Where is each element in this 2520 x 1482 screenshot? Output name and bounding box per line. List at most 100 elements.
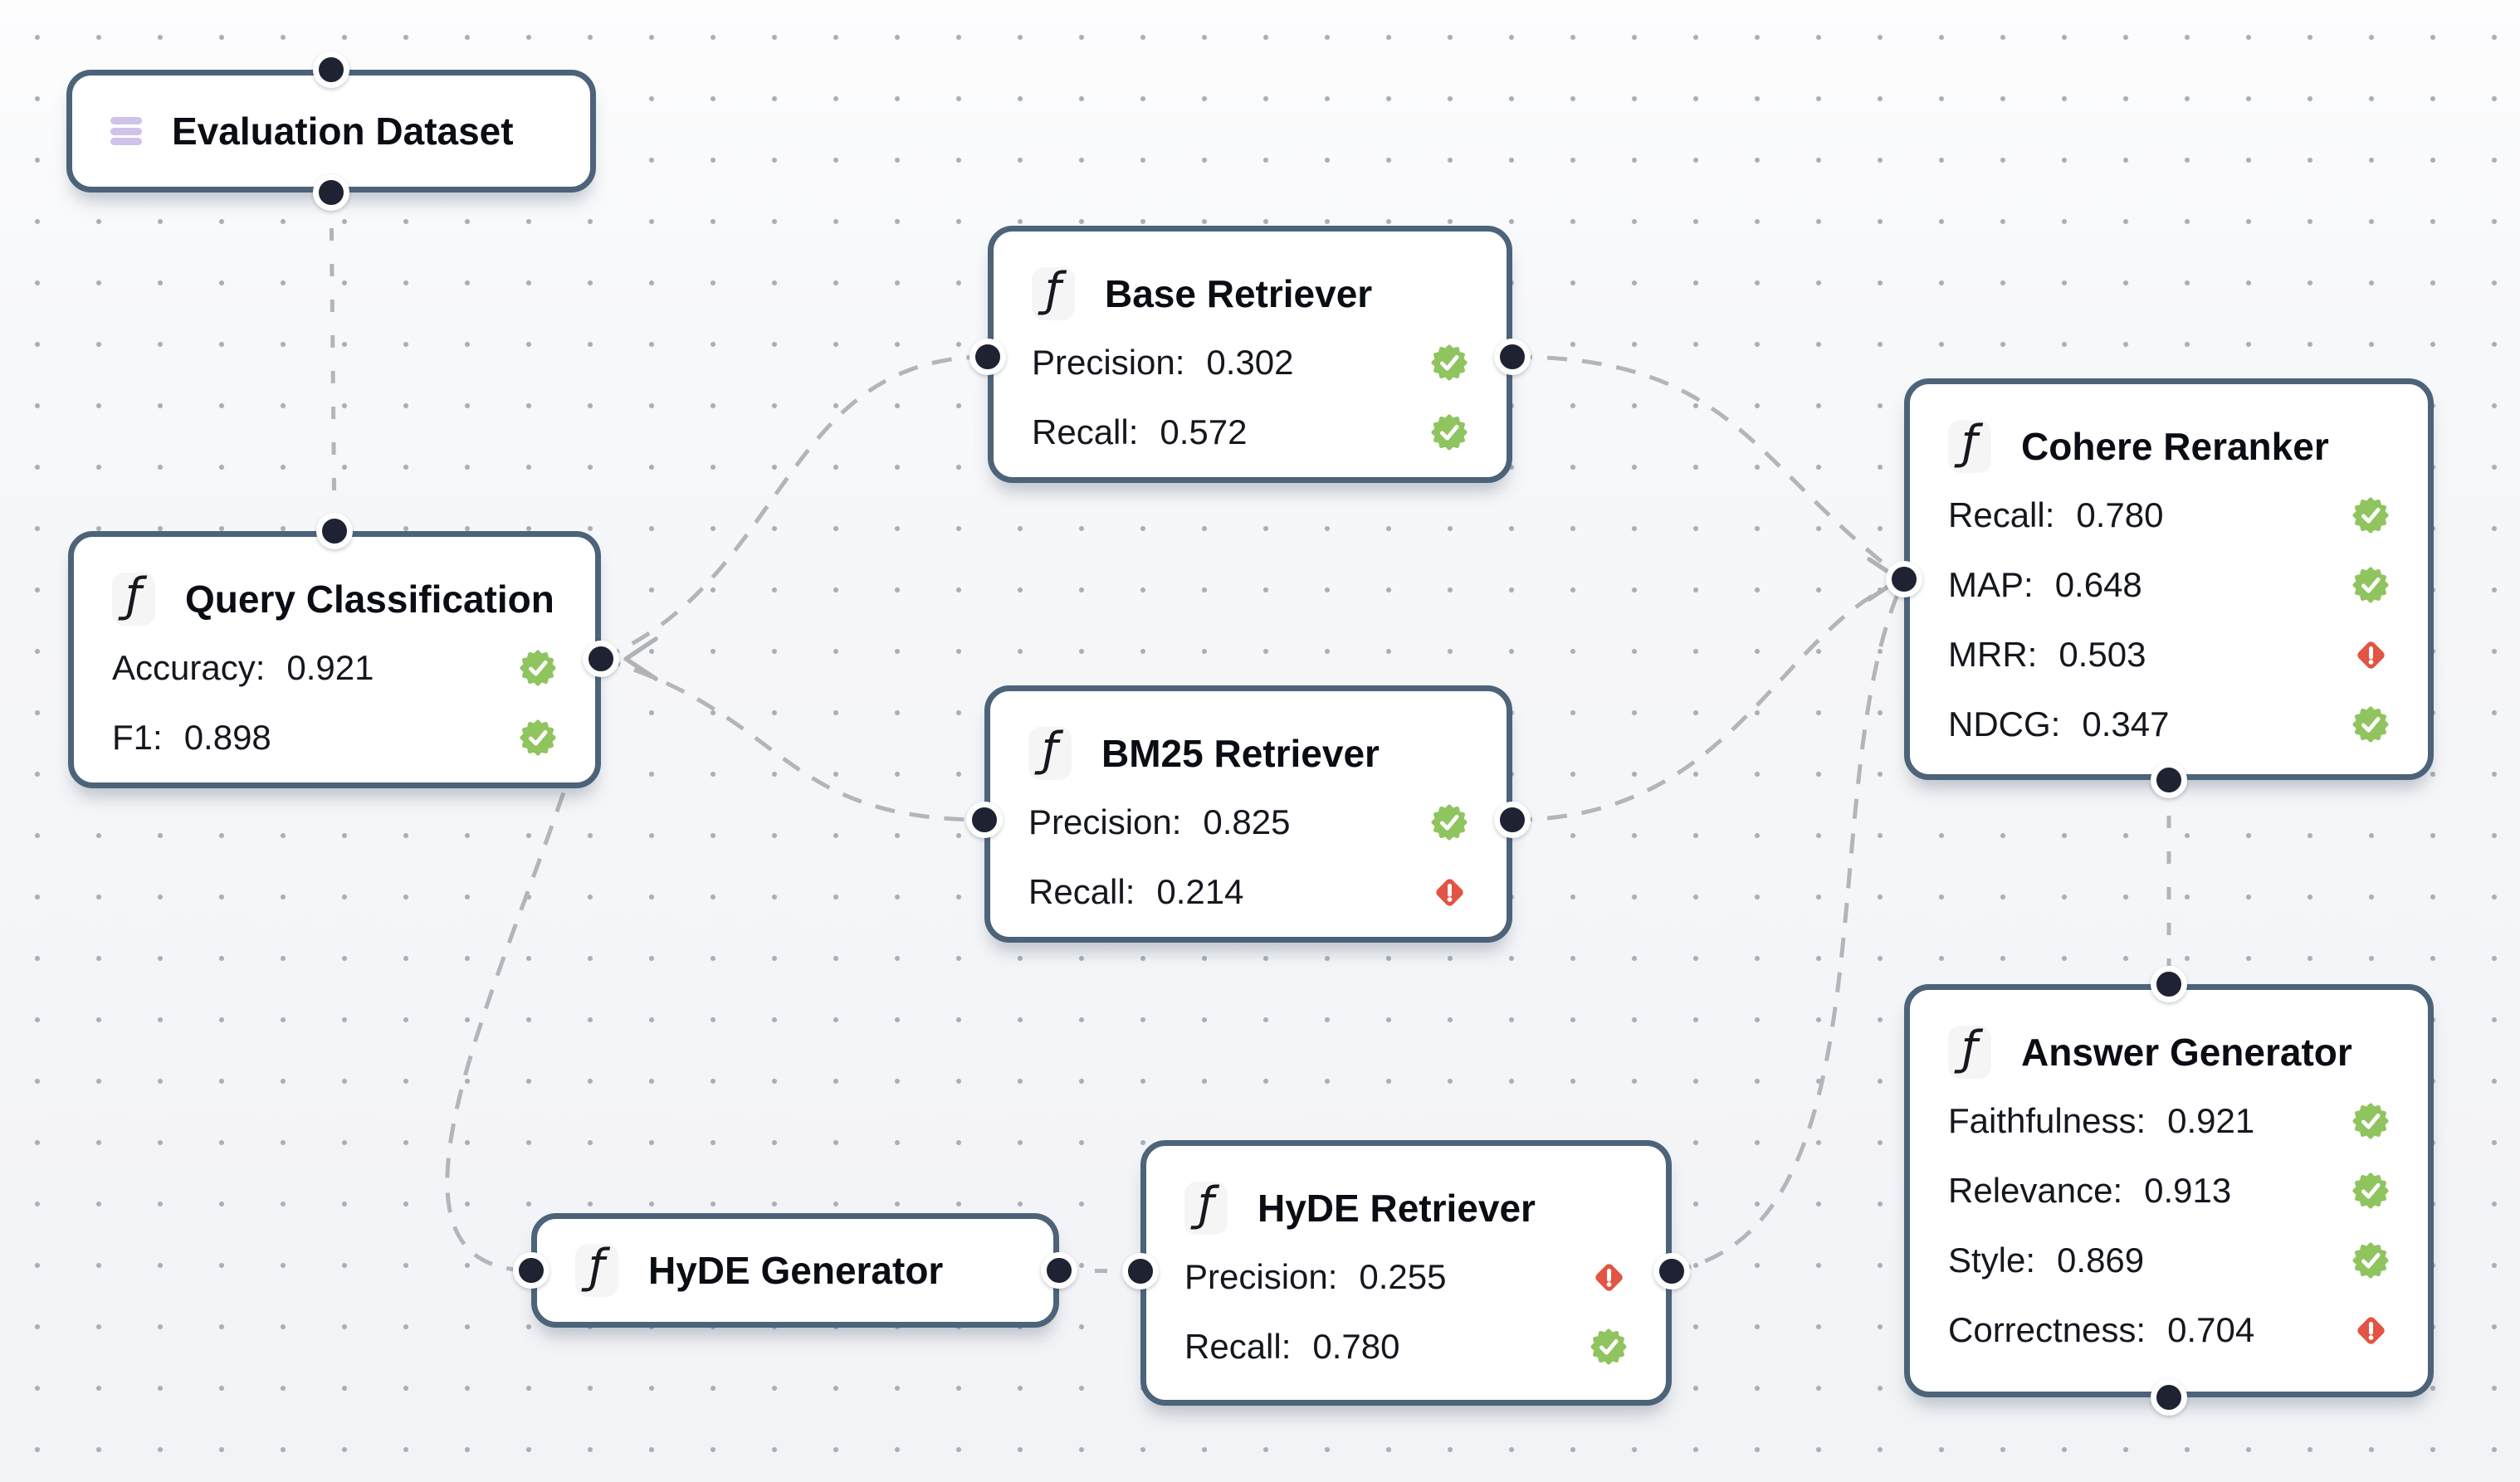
metric-row-correctness: Correctness:0.704 [1948,1295,2390,1365]
metric-value: 0.214 [1156,872,1244,911]
metric-value: 0.780 [1312,1327,1400,1366]
pass-badge-icon [2352,496,2390,534]
edge-evaluation-dataset-to-query-classification[interactable] [329,192,337,532]
handle-base-retriever-left[interactable] [969,339,1006,375]
dataset-icon-bar [110,127,142,135]
metric-value: 0.302 [1206,343,1294,382]
handle-answer-generator-bottom[interactable] [2151,1379,2187,1416]
metric-value: 0.648 [2054,565,2142,604]
pass-badge-icon [1590,1328,1628,1366]
metric-value: 0.869 [2057,1241,2145,1280]
metric-row-style: Style: 0.869 [1948,1226,2390,1295]
pass-badge-icon [1430,344,1468,382]
dataset-icon [110,117,142,145]
metric-label: Precision: [1184,1257,1338,1296]
metric-value: 0.572 [1160,412,1248,451]
metric-row-faithfulness: Faithfulness: 0.921 [1948,1086,2390,1156]
pass-badge-icon [519,719,557,757]
node-title: HyDE Retriever [1258,1187,1536,1230]
metric-value: 0.503 [2058,635,2146,674]
metric-value: 0.921 [2167,1101,2255,1140]
edge-hyde-generator-to-hyde-retriever[interactable] [1058,1268,1141,1274]
handle-bm25-retriever-left[interactable] [966,802,1003,838]
pass-badge-icon [2352,566,2390,604]
edge-bm25-retriever-to-cohere-reranker[interactable] [1512,577,1905,822]
metric-value: 0.913 [2144,1171,2232,1210]
node-title: BM25 Retriever [1101,732,1380,775]
edge-base-retriever-to-cohere-reranker[interactable] [1512,354,1906,581]
dataset-icon-bar [110,138,142,145]
handle-hyde-generator-right[interactable] [1041,1252,1077,1289]
pass-badge-icon [2352,1172,2390,1210]
handle-evaluation-dataset-bottom[interactable] [313,174,349,211]
node-title: HyDE Generator [648,1249,944,1292]
pass-badge-icon [519,649,557,687]
edge-query-classification-to-bm25-retriever[interactable] [600,656,985,822]
metric-row-precision: Precision:0.302 [1032,328,1468,397]
metric-label: Accuracy: [112,648,266,687]
pass-badge-icon [1430,413,1468,451]
handle-query-classification-top[interactable] [316,513,353,549]
function-icon: ƒ [575,1244,618,1297]
function-icon: ƒ [1948,1026,1991,1079]
handle-query-classification-right[interactable] [583,641,619,677]
metric-row-recall: Recall:0.780 [1184,1312,1628,1382]
pass-badge-icon [2352,705,2390,743]
node-hyde-generator[interactable]: ƒ HyDE Generator [531,1213,1059,1328]
fail-badge-icon [2352,636,2390,674]
edge-hyde-retriever-to-cohere-reranker[interactable] [1671,578,1907,1274]
handle-bm25-retriever-right[interactable] [1494,802,1531,838]
metric-label: Faithfulness: [1948,1101,2146,1140]
metric-row-recall: Recall:0.214 [1028,857,1468,927]
edge-query-classification-to-base-retriever[interactable] [600,354,989,661]
metric-row-f1: F1: 0.898 [112,703,557,773]
function-icon: ƒ [1028,727,1072,780]
dataset-icon-bar [110,117,142,124]
handle-cohere-reranker-bottom[interactable] [2151,762,2187,798]
metric-value: 0.921 [286,648,374,687]
handle-hyde-retriever-left[interactable] [1122,1253,1159,1289]
metric-label: MRR: [1948,635,2038,674]
handle-cohere-reranker-left[interactable] [1886,561,1922,597]
metric-row-ndcg: NDCG:0.347 [1948,690,2390,759]
handle-answer-generator-top[interactable] [2151,966,2187,1002]
metric-row-mrr: MRR: 0.503 [1948,620,2390,690]
node-title: Answer Generator [2021,1031,2352,1074]
metric-row-precision: Precision:0.255 [1184,1242,1628,1312]
metric-row-map: MAP: 0.648 [1948,550,2390,620]
metric-row-accuracy: Accuracy: 0.921 [112,633,557,703]
metric-label: MAP: [1948,565,2034,604]
metric-label: Recall: [1032,412,1139,451]
metric-label: Correctness: [1948,1310,2146,1349]
metric-row-relevance: Relevance: 0.913 [1948,1156,2390,1226]
metric-value: 0.898 [183,718,271,757]
metric-label: F1: [112,718,163,757]
node-title: Query Classification [185,578,554,621]
metric-label: Relevance: [1948,1171,2123,1210]
node-title: Evaluation Dataset [172,110,514,153]
handle-hyde-generator-left[interactable] [513,1252,549,1289]
metric-label: Style: [1948,1241,2036,1280]
handle-hyde-retriever-right[interactable] [1653,1253,1690,1289]
node-evaluation-dataset[interactable]: Evaluation Dataset [66,70,596,193]
handle-evaluation-dataset-top[interactable] [313,51,349,88]
metric-row-precision: Precision:0.825 [1028,787,1468,857]
pass-badge-icon [2352,1241,2390,1280]
fail-badge-icon [1590,1258,1628,1296]
handle-base-retriever-right[interactable] [1494,339,1531,375]
metric-label: Recall: [1948,495,2055,534]
metric-label: Precision: [1028,802,1182,841]
metric-row-recall: Recall:0.780 [1948,480,2390,550]
node-title: Cohere Reranker [2021,425,2329,468]
